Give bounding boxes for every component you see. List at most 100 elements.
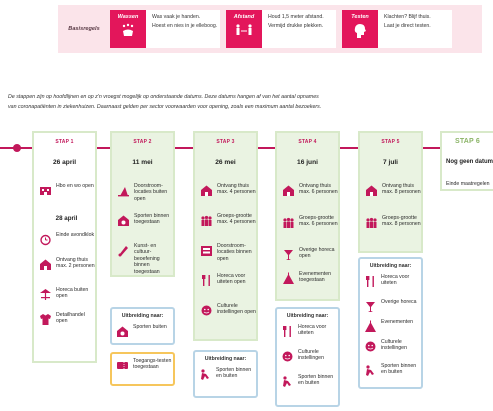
rule-wash-label: Wassen xyxy=(117,14,139,20)
step-6-date: Nog geen datum xyxy=(446,159,493,165)
step-3-ext-card-1: Sporten binnen en buiten xyxy=(198,367,255,381)
step-3-card-5: Culturele instellingen open xyxy=(199,303,256,317)
step-3-card-2: Groeps-grootte max. 4 personen xyxy=(199,213,256,227)
step-5-date: 7 juli xyxy=(382,159,399,166)
step-4-card-2-text: Groeps-grootte max. 6 personen xyxy=(299,215,338,228)
step-4-card-3: Overige horeca open xyxy=(281,247,338,261)
step-5-column: STAP 5 7 juli Ontvang thuis max. 8 perso… xyxy=(358,131,423,253)
step-5-card-2: Groeps-grootte max. 8 personen xyxy=(364,215,421,229)
rule-wash-line-2: Hoest en nies in je elleboog. xyxy=(152,23,218,30)
step-4-card-2: Groeps-grootte max. 6 personen xyxy=(281,215,338,229)
step-3-label: STAP 3 xyxy=(216,139,235,145)
step-4-column: STAP 4 16 juni Ontvang thuis max. 6 pers… xyxy=(275,131,340,301)
step-4-extension: Uitbreiding naar: Horeca voor uiteten Cu… xyxy=(275,307,340,407)
rule-test-line-2: Laat je direct testen. xyxy=(384,23,431,30)
sports-icon xyxy=(280,374,294,388)
step-2-column: STAP 2 11 mei Doorstroom-locaties buiten… xyxy=(110,131,175,277)
step-4-ext-card-1: Horeca voor uiteten xyxy=(280,324,337,338)
step-3-card-1-text: Ontvang thuis max. 4 personen xyxy=(217,183,256,196)
house-icon xyxy=(281,183,295,197)
horeca-icon xyxy=(363,299,377,313)
test-icon xyxy=(354,24,366,38)
step-1-card-1-text: Hbo en wo open xyxy=(56,183,94,189)
step-5-ext-card-1: Horeca voor uiteten xyxy=(363,274,420,288)
rule-distance-label: Afstand xyxy=(233,14,255,20)
step-4-card-4: Evenementen toegestaan xyxy=(281,271,338,285)
step-2-access-test-text: Toegangs-testen toegestaan xyxy=(133,358,172,371)
terrace-icon xyxy=(38,287,52,301)
step-5-card-2-text: Groeps-grootte max. 8 personen xyxy=(382,215,421,228)
horeca-icon xyxy=(363,274,377,288)
rule-distance: Afstand Houd 1,5 meter afstand. Vermijd … xyxy=(226,10,336,48)
step-1-card-2: Einde avondklok xyxy=(38,232,95,246)
step-1-sub-date: 28 april xyxy=(55,215,78,222)
step-1-card-5-text: Detailhandel open xyxy=(56,312,85,325)
step-5-ext-card-3-text: Evenementen xyxy=(381,319,414,325)
step-5-ext-card-3: Evenementen xyxy=(363,319,420,333)
step-1-card-4: Horeca buiten open xyxy=(38,287,95,301)
step-5-extension-heading: Uitbreiding naar: xyxy=(369,263,412,269)
step-3-card-4: Horeca voor uiteten open xyxy=(199,273,256,287)
step-3-extension: Uitbreiding naar: Sporten binnen en buit… xyxy=(193,350,258,398)
culture-icon xyxy=(199,303,213,317)
step-1-card-3: Ontvang thuis max. 2 personen xyxy=(38,257,95,271)
step-5-ext-card-1-text: Horeca voor uiteten xyxy=(381,274,410,287)
step-2-card-1-text: Doorstroom-locaties buiten open xyxy=(134,183,168,202)
step-4-ext-card-3-text: Sporten binnen en buiten xyxy=(298,374,334,387)
step-4-ext-card-2: Culturele instellingen xyxy=(280,349,337,363)
step-3-card-2-text: Groeps-grootte max. 4 personen xyxy=(217,213,256,226)
rule-test-line-1: Klachten? Blijf thuis. xyxy=(384,14,431,20)
rule-distance-line-1: Houd 1,5 meter afstand. xyxy=(268,14,324,20)
step-3-card-3: Doorstroom-locaties binnen open xyxy=(199,243,256,262)
sports-icon xyxy=(115,324,129,338)
basic-rules-banner: Basisregels Wassen Was vaak je handen. H… xyxy=(58,5,482,53)
horeca-icon xyxy=(281,247,295,261)
step-3-card-1: Ontvang thuis max. 4 personen xyxy=(199,183,256,197)
step-1-card-5: Detailhandel open xyxy=(38,312,95,326)
step-4-card-4-text: Evenementen toegestaan xyxy=(299,271,332,284)
step-2-ext-card-1: Sporten buiten xyxy=(115,324,172,338)
culture-icon xyxy=(280,349,294,363)
step-3-card-3-text: Doorstroom-locaties binnen open xyxy=(217,243,252,262)
step-5-ext-card-5: Sporten binnen en buiten xyxy=(363,363,420,377)
step-3-date: 26 mei xyxy=(215,159,236,166)
step-5-extension: Uitbreiding naar: Horeca voor uiteten Ov… xyxy=(358,257,423,389)
step-4-ext-card-2-text: Culturele instellingen xyxy=(298,349,324,362)
rule-test-label: Testen xyxy=(351,14,369,20)
step-2-date: 11 mei xyxy=(132,159,153,166)
intro-line-1: De stappen zijn op hoofdlijnen en op z'n… xyxy=(8,94,319,100)
horeca-icon xyxy=(280,324,294,338)
step-3-card-5-text: Culturele instellingen open xyxy=(217,303,256,316)
rule-test: Testen Klachten? Blijf thuis. Laat je di… xyxy=(342,10,452,48)
group-icon xyxy=(281,215,295,229)
culture-icon xyxy=(116,243,130,257)
group-icon xyxy=(364,215,378,229)
shirt-icon xyxy=(38,312,52,326)
step-2-extension: Uitbreiding naar: Sporten buiten xyxy=(110,307,175,345)
alarm-clock-icon xyxy=(38,232,52,246)
step-1-column: STAP 1 26 april Hbo en wo open 28 april … xyxy=(32,131,97,363)
rule-wash: Wassen Was vaak je handen. Hoest en nies… xyxy=(110,10,220,48)
step-2-card-2-text: Sporten binnen toegestaan xyxy=(134,213,170,226)
step-4-ext-card-1-text: Horeca voor uiteten xyxy=(298,324,327,337)
step-5-label: STAP 5 xyxy=(381,139,400,145)
step-2-card-2: Sporten binnen toegestaan xyxy=(116,213,173,227)
step-2-label: STAP 2 xyxy=(133,139,152,145)
step-1-card-4-text: Horeca buiten open xyxy=(56,287,89,300)
sports-icon xyxy=(363,363,377,377)
step-1-card-2-text: Einde avondklok xyxy=(56,232,95,238)
step-4-extension-heading: Uitbreiding naar: xyxy=(286,313,329,319)
rule-distance-line-2: Vermijd drukke plekken. xyxy=(268,23,324,30)
step-1-card-3-text: Ontvang thuis max. 2 personen xyxy=(56,257,95,270)
basic-rules-title: Basisregels xyxy=(68,26,100,32)
house-icon xyxy=(38,257,52,271)
step-5-ext-card-4-text: Culturele instellingen xyxy=(381,339,407,352)
rule-wash-line-1: Was vaak je handen. xyxy=(152,14,201,20)
step-1-date: 26 april xyxy=(52,159,77,166)
step-2-card-3: Kunst- en cultuur-beoefening binnen toeg… xyxy=(116,243,173,275)
tree-icon xyxy=(199,243,213,257)
school-icon xyxy=(38,183,52,197)
step-3-extension-heading: Uitbreiding naar: xyxy=(204,356,247,362)
step-5-ext-card-2: Overige horeca xyxy=(363,299,420,313)
event-icon xyxy=(363,319,377,333)
